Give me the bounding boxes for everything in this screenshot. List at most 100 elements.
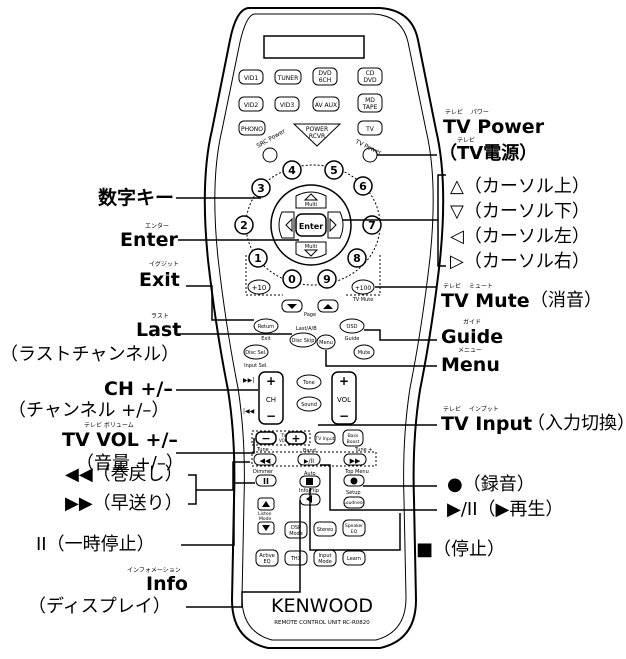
rewind-button: ◀◀ [253, 453, 277, 466]
svg-text:II: II [263, 477, 269, 486]
tone-button: Tone [296, 374, 322, 390]
stop-button [299, 475, 321, 488]
label-tvpower-ruby: テレビ パワー [445, 109, 489, 116]
vid2-button: VID2 [238, 96, 264, 112]
vid3-button: VID3 [274, 96, 300, 112]
label-fast-forward: ▶▶（早送り） [65, 493, 183, 514]
label-tvvol-desc: （音量 +/–） [76, 453, 184, 474]
svg-text:THX: THX [290, 556, 302, 562]
label-info: Info [146, 573, 188, 595]
svg-text:+10: +10 [252, 284, 267, 292]
svg-text:Multi: Multi [305, 202, 317, 208]
tv-vol-plus-button: + [285, 431, 307, 445]
svg-text:Mode: Mode [318, 559, 332, 565]
digit-3-button: 3 [251, 178, 271, 198]
svg-text:+: + [291, 432, 300, 445]
disc-sel-button: Disc Sel. [243, 344, 269, 360]
svg-text:Auto: Auto [304, 471, 316, 477]
remote-body [203, 7, 445, 649]
svg-text:Tune +: Tune + [354, 447, 373, 453]
svg-text:POWER: POWER [306, 126, 328, 133]
svg-text:6: 6 [359, 180, 367, 193]
label-tvpower: TV Power [443, 116, 545, 138]
label-tvmute: TV Mute [441, 290, 530, 312]
label-play: ▶/II（▶再生） [447, 499, 564, 520]
svg-text:−: − [339, 409, 349, 423]
svg-text:PHONO: PHONO [241, 126, 263, 133]
label-pause: II（一時停止） [36, 534, 155, 555]
digit-7-button: 7 [362, 215, 382, 235]
enter-button: Enter [295, 213, 327, 237]
svg-text:4: 4 [288, 164, 296, 177]
label-menu: Menu [441, 354, 500, 376]
label-exit-ruby: イグジット [149, 261, 179, 268]
disc-skip-button: Disc Skip [289, 332, 317, 348]
svg-text:Mute: Mute [358, 350, 371, 356]
svg-text:Input: Input [319, 553, 332, 559]
svg-text:Top Menu: Top Menu [344, 469, 369, 475]
label-cursor-right: ▷（カーソル右） [450, 251, 590, 272]
svg-text:Last/A/B: Last/A/B [296, 326, 317, 332]
digit-2-button: 2 [234, 215, 254, 235]
svg-text:Input Sel.: Input Sel. [244, 363, 268, 369]
label-last-ruby: ラスト [151, 313, 169, 320]
page-down-button [281, 299, 303, 313]
svg-text:Loudness: Loudness [343, 500, 365, 506]
svg-text:▶/II: ▶/II [304, 458, 314, 465]
svg-text:TV: TV [365, 126, 375, 133]
svg-text:Multi: Multi [305, 244, 317, 250]
svg-text:VOL: VOL [279, 438, 288, 443]
label-menu-ruby: メニュー [458, 347, 483, 354]
svg-text:Info/Flip: Info/Flip [299, 488, 319, 494]
pause-button: II [255, 474, 277, 487]
svg-text:◀◀: ◀◀ [260, 457, 271, 465]
brand-logo: KENWOOD [271, 595, 373, 617]
svg-text:DVD: DVD [318, 70, 332, 77]
cursor-right-button [327, 211, 344, 239]
record-button [343, 474, 365, 487]
svg-text:DVD: DVD [363, 77, 377, 84]
label-last: Last [136, 319, 182, 341]
label-tvpower-desc-ruby: テレビ [457, 137, 476, 144]
svg-text:EQ: EQ [351, 529, 358, 535]
svg-text:+100: +100 [355, 285, 372, 292]
label-tvinput-desc: （入力切換） [527, 413, 626, 434]
svg-text:Tone: Tone [302, 380, 315, 386]
svg-text:Sound: Sound [301, 402, 317, 408]
cursor-left-button [278, 211, 295, 239]
svg-text:Dimmer: Dimmer [253, 469, 274, 475]
label-tvvol: TV VOL +/– [62, 429, 178, 451]
svg-text:Active: Active [259, 553, 274, 559]
svg-text:Exit: Exit [261, 336, 271, 342]
label-tvmute-ruby: テレビ ミュート [443, 283, 493, 290]
phono-button: PHONO [238, 120, 266, 136]
label-cursor-left: ◁（カーソル左） [450, 226, 590, 247]
svg-text:−: − [266, 409, 276, 423]
label-tvpower-desc: （TV電源） [439, 143, 538, 164]
svg-text:TV Input: TV Input [315, 436, 335, 442]
callout-lines [176, 154, 446, 608]
label-ch-desc: （チャンネル +/–） [8, 400, 170, 421]
label-enter: Enter [120, 229, 178, 251]
svg-text:Setup: Setup [346, 490, 361, 496]
tv-mute-caption: TV Mute [352, 297, 374, 303]
learn-button: Learn [342, 550, 366, 566]
svg-text:VID2: VID2 [244, 102, 258, 109]
tuner-button: TUNER [274, 69, 302, 85]
svg-text:VOL: VOL [337, 396, 351, 404]
thx-button: THX [284, 550, 308, 566]
svg-text:Learn: Learn [347, 556, 361, 562]
digit-4-button: 4 [282, 160, 302, 180]
svg-text:▶▶: ▶▶ [350, 457, 361, 465]
cursor-down-button: Multi [295, 241, 327, 259]
svg-text:Stereo: Stereo [317, 527, 333, 533]
svg-text:VID1: VID1 [244, 75, 258, 82]
svg-text:TV: TV [280, 433, 286, 438]
label-tvinput: TV Input [441, 413, 533, 435]
label-exit: Exit [139, 269, 180, 291]
